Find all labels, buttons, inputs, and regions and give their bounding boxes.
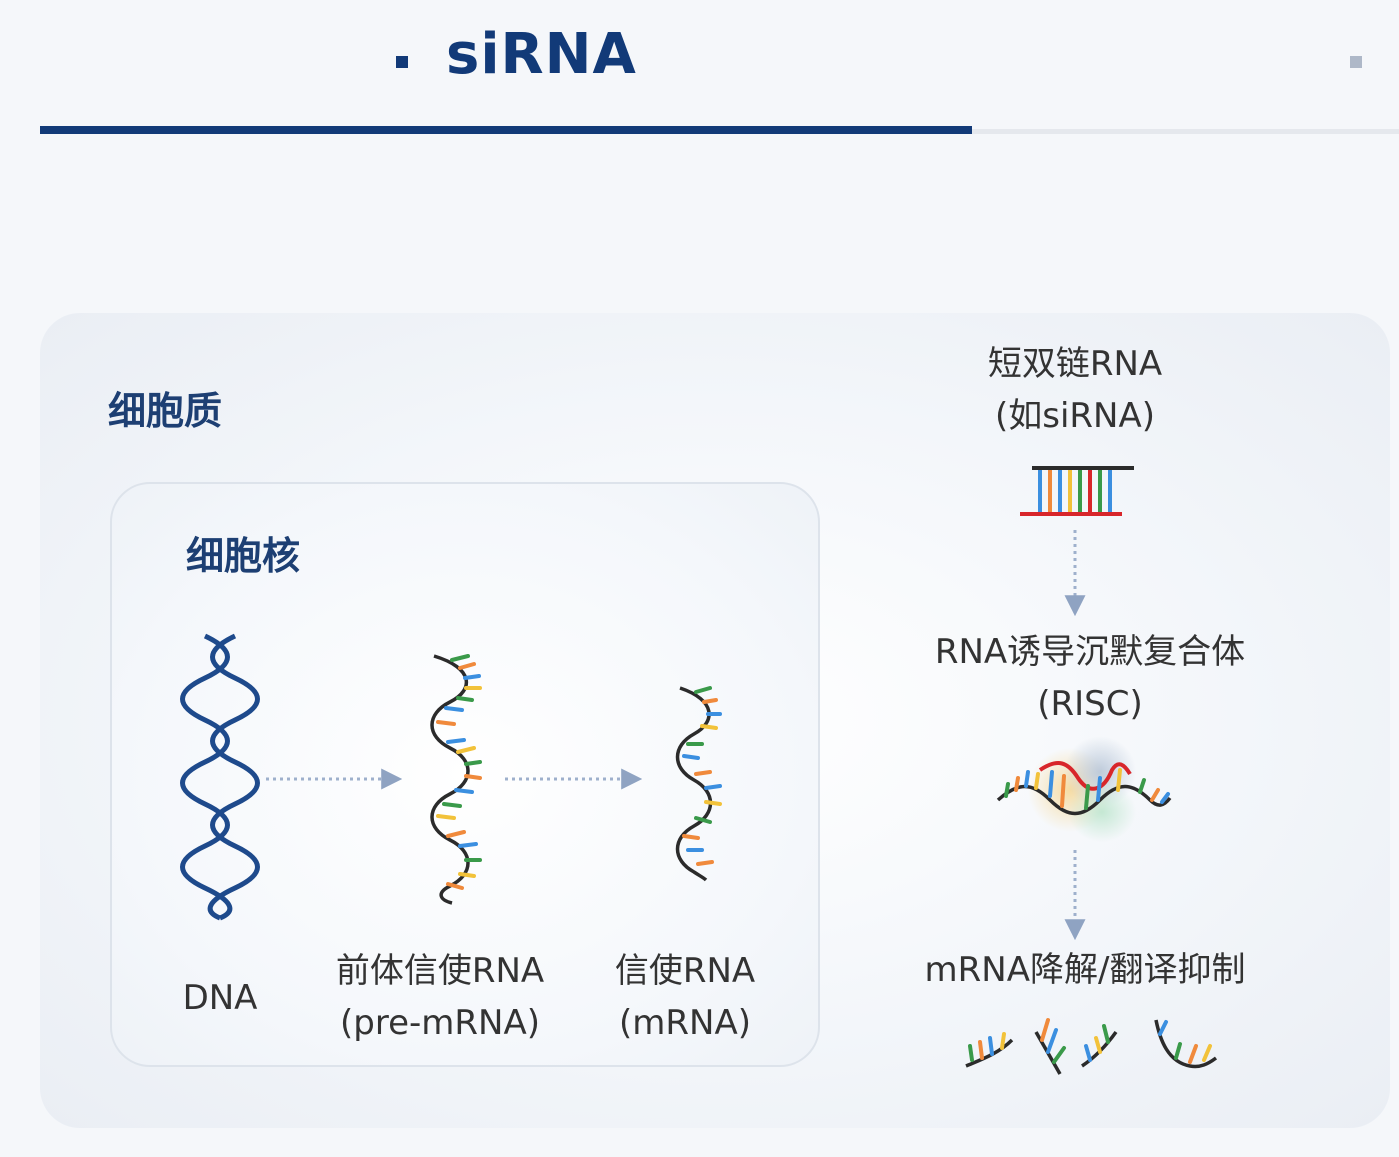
mrna-label-line2: (mRNA) — [619, 1003, 751, 1043]
risc-label-line2: (RISC) — [1037, 684, 1143, 724]
degraded-fragments-icon — [965, 1018, 1218, 1075]
degradation-label: mRNA降解/翻译抑制 — [924, 950, 1246, 990]
pre-mrna-strand-icon — [430, 654, 482, 905]
mrna-label: 信使RNA (mRNA) — [580, 945, 790, 1049]
nucleus-label: 细胞核 — [186, 534, 301, 578]
pre-mrna-label-line2: (pre-mRNA) — [340, 1003, 540, 1043]
pre-mrna-label: 前体信使RNA (pre-mRNA) — [300, 945, 580, 1049]
dna-label: DNA — [182, 978, 258, 1018]
sirna-label-line2: (如siRNA) — [994, 396, 1155, 436]
sirna-label: 短双链RNA (如siRNA) — [930, 338, 1220, 442]
mrna-label-line1: 信使RNA — [614, 951, 756, 991]
sirna-label-line1: 短双链RNA — [987, 344, 1163, 384]
pre-mrna-label-line1: 前体信使RNA — [335, 951, 545, 991]
risc-complex-icon — [996, 736, 1172, 842]
cytoplasm-label: 细胞质 — [108, 389, 223, 433]
risc-label-line1: RNA诱导沉默复合体 — [934, 632, 1246, 672]
tab-more-indicator[interactable] — [1350, 56, 1362, 68]
sirna-duplex-icon — [1020, 466, 1134, 516]
tab-title[interactable]: siRNA — [446, 22, 637, 87]
dna-helix-icon — [180, 633, 260, 921]
tab-header: siRNA — [0, 0, 1399, 140]
mrna-strand-icon — [675, 686, 722, 882]
tab-bullet — [396, 56, 408, 68]
tab-active-underline — [40, 126, 972, 134]
risc-label: RNA诱导沉默复合体 (RISC) — [880, 626, 1300, 730]
